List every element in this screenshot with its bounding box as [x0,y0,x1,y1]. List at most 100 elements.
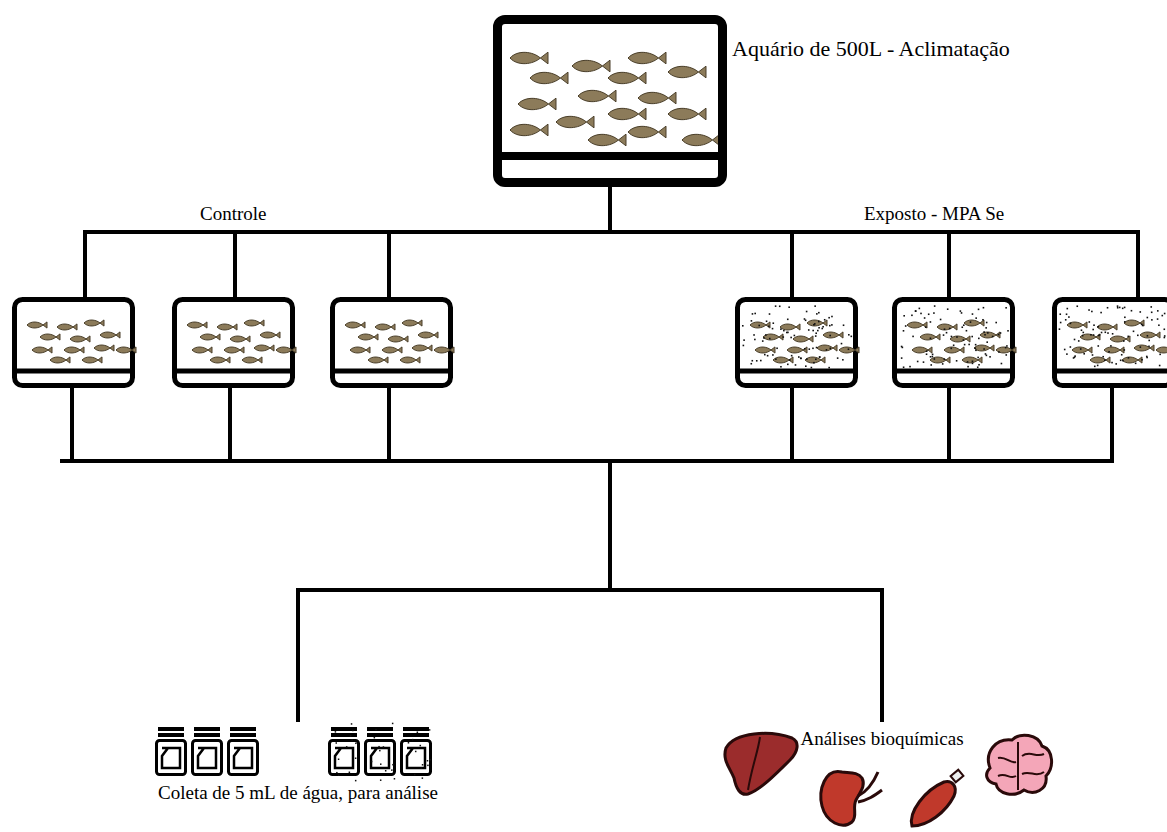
fish-icon [200,334,220,340]
fish-icon [375,324,395,330]
fish-icon [763,334,783,340]
tank-icon [14,300,136,386]
fish-icon [755,347,775,353]
fish-icon [64,347,84,353]
tank-icon [1054,300,1167,386]
fish-icon [920,334,940,340]
fish-icon [358,334,378,340]
liver-lobe [748,737,760,790]
fish-icon [578,90,616,102]
fish-icon [210,357,230,363]
fish-icon [787,347,807,353]
fish-icon [217,324,237,330]
fish-icon [400,357,420,363]
fish-icon [230,336,250,342]
vials [157,723,431,782]
fish-icon [773,357,793,363]
fish-icon [70,336,90,342]
fish-icon [807,320,827,326]
fish-icon [1072,347,1092,353]
vial-icon [193,727,222,775]
fish-icon [628,52,666,64]
fish-icon [793,336,813,342]
fish-icon [510,124,548,136]
fish-icon [1134,345,1154,351]
fish-icon [805,357,825,363]
fish-icon [556,116,594,128]
biochemical-analysis-group: Análises bioquímicas [712,722,1052,828]
fish-icon [839,347,859,353]
fish-icon [912,347,932,353]
fish-icon [27,322,47,328]
sampling-caption: Coleta de 5 mL de água, para análise [118,782,478,804]
fish-icon [276,347,296,353]
tank-icon [894,300,1016,386]
fish-icon [84,320,104,326]
fish-icon [980,332,1000,338]
fish-icon [345,322,365,328]
fish-icon [682,134,720,146]
fish-icon [100,332,120,338]
tree-lines [62,187,1138,590]
tank-icon [332,300,454,386]
fish-icon [944,347,964,353]
fish-icon [996,347,1016,353]
brain-folds [998,742,1044,790]
fish-icon [937,324,957,330]
fish-icon [668,108,706,120]
fish-icon [817,345,837,351]
fish-icon [434,347,454,353]
fish-icon [930,357,950,363]
tanks [14,300,1167,386]
water-sampling-group: Coleta de 5 mL de água, para análise [118,722,478,808]
fish-icon [510,52,548,64]
fish-icon [1067,322,1087,328]
fish-icon [668,66,706,78]
fish-icon [224,347,244,353]
fish-icon [962,357,982,363]
group-label: Exposto - MPA Se [862,203,1006,225]
vial-icon [402,727,431,779]
fish-icon [57,324,77,330]
fish-icon [964,320,984,326]
fish-icon [518,98,556,110]
fish-icon [780,324,800,330]
fish-icon [187,322,207,328]
fish-icon [260,332,280,338]
fish-icon [388,336,408,342]
fish-icon [530,72,568,84]
connector [298,187,610,722]
fish-icon [418,332,438,338]
vial-icon [366,723,396,781]
fish-icon [94,345,114,351]
fish-icon [608,72,646,84]
fish-icon [412,345,432,351]
fish-icon [1122,357,1142,363]
fish-icon [572,60,610,72]
aquarium-band [497,152,723,160]
fish-icon [1104,347,1124,353]
fish-icon [350,347,370,353]
tank-icon [737,300,859,386]
tank-heading: Aquário de 500L - Aclimatação [732,36,1010,61]
fish-icon [116,347,136,353]
fish-icon [368,357,388,363]
fish-icon [1090,357,1110,363]
kidney-vessels [858,772,882,802]
fish-icon [192,347,212,353]
fish-icon [1124,320,1144,326]
fish-icon [402,320,422,326]
fish-icon [974,345,994,351]
fish-icon [1097,324,1117,330]
brain-icon [987,735,1052,794]
liver-icon [725,733,797,794]
muscle-tendon [951,770,964,783]
fish-icon [1080,334,1100,340]
fish-icon [1140,332,1160,338]
connector [610,187,882,722]
fish-icon [32,347,52,353]
fish-icon [907,322,927,328]
fish-icon [82,357,102,363]
